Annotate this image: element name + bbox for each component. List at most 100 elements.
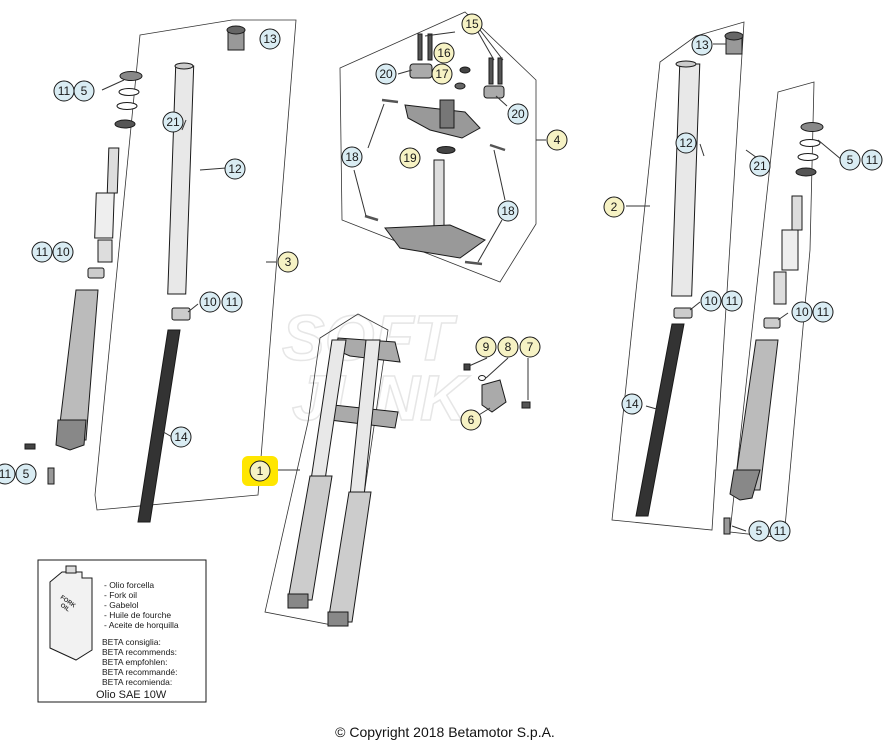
left-slider <box>287 475 333 601</box>
damper-cartridge <box>781 229 799 271</box>
callout-12: 12 <box>675 132 697 154</box>
recommend-line-5: BETA recomienda: <box>102 677 172 687</box>
copyright-text: © Copyright 2018 Betamotor S.p.A. <box>335 724 555 740</box>
outer-slider <box>733 339 779 491</box>
leader-line <box>699 143 705 157</box>
bottom-clamp <box>384 224 487 259</box>
callout-4: 4 <box>546 129 568 151</box>
callout-circle <box>0 463 16 485</box>
callout-circle <box>341 146 363 168</box>
callout-label: 18 <box>501 204 515 218</box>
callout-1: 1 <box>249 460 271 482</box>
callout-9: 9 <box>475 336 497 358</box>
callout-label: 4 <box>554 133 561 147</box>
left-fork-leg-assembly <box>24 19 297 523</box>
handlebar-riser <box>483 85 505 99</box>
complete-fork-assembly <box>264 313 401 627</box>
callout-circle <box>224 158 246 180</box>
callout-circle <box>31 241 53 263</box>
leader-line <box>477 31 495 61</box>
callout-circle <box>52 241 74 263</box>
callout-label: 20 <box>511 107 525 121</box>
callout-label: 11 <box>58 84 71 98</box>
callout-circle <box>73 80 95 102</box>
callout-circle <box>839 149 861 171</box>
outer-slider <box>57 289 99 441</box>
leader-line <box>477 219 503 263</box>
riser-bolt <box>427 33 433 61</box>
callout-label: 16 <box>437 46 451 60</box>
leader-line <box>817 139 843 161</box>
brake-hose-bracket <box>463 357 531 419</box>
seal-ring <box>800 122 824 132</box>
right-slider <box>327 491 372 623</box>
callout-13: 13 <box>259 28 281 50</box>
leader-line <box>777 312 789 321</box>
callout-circle <box>375 63 397 85</box>
hose-clamp-plate <box>481 379 507 413</box>
callout-circle <box>507 103 529 125</box>
slider-foot <box>55 419 87 451</box>
callout-label: 9 <box>483 340 490 354</box>
clamp-bolt <box>364 214 379 222</box>
callout-label: 11 <box>774 524 787 538</box>
leader-line <box>495 95 508 107</box>
callout-circle <box>475 336 497 358</box>
o-ring <box>797 153 819 161</box>
callout-circle <box>519 336 541 358</box>
nut <box>463 363 471 371</box>
callout-label: 14 <box>174 430 188 444</box>
fork-tube <box>167 65 195 295</box>
leader-line <box>424 31 456 37</box>
callout-11: 11 <box>53 80 75 102</box>
callout-2: 2 <box>603 196 625 218</box>
leader-line <box>645 405 661 411</box>
callout-label: 5 <box>81 84 88 98</box>
callout-label: 20 <box>379 67 393 81</box>
callout-10: 10 <box>791 301 813 323</box>
callout-8: 8 <box>497 336 519 358</box>
riser-bolt <box>488 57 494 85</box>
bushing <box>763 317 781 329</box>
callout-21: 21 <box>749 155 771 177</box>
callout-circle <box>162 111 184 133</box>
callout-5: 5 <box>15 463 37 485</box>
callout-circle <box>460 409 482 431</box>
callout-11: 11 <box>861 149 883 171</box>
leader-line <box>187 303 199 313</box>
callout-11: 11 <box>721 290 743 312</box>
callout-label: 21 <box>166 115 180 129</box>
bearing <box>436 146 456 154</box>
callout-label: 11 <box>726 294 739 308</box>
callout-label: 5 <box>847 153 854 167</box>
damper-rod <box>106 147 120 194</box>
group-3-frame <box>94 19 297 511</box>
callout-label: 7 <box>527 340 534 354</box>
callout-circle <box>791 301 813 323</box>
fork-cap-top <box>226 25 246 35</box>
callout-circle <box>399 147 421 169</box>
riser-bolt <box>417 33 423 61</box>
callout-circle <box>461 13 483 35</box>
o-ring <box>799 139 821 147</box>
callout-6: 6 <box>460 409 482 431</box>
callout-14: 14 <box>621 393 643 415</box>
callout-16: 16 <box>433 42 455 64</box>
callout-circle <box>861 149 883 171</box>
callout-circle <box>769 520 791 542</box>
fork-spring <box>137 329 181 523</box>
callout-circle <box>603 196 625 218</box>
callout-label: 5 <box>756 524 763 538</box>
fork-oil-info-box: FORK OIL - Olio forcella - Fork oil - Ga… <box>37 559 207 703</box>
leader-line <box>353 169 367 217</box>
right-fork-leg-assembly <box>611 21 843 539</box>
leader-line <box>397 69 413 75</box>
callout-label: 15 <box>465 17 479 31</box>
fork-spring <box>635 323 685 517</box>
clamp-bolt <box>381 98 399 104</box>
callout-label: 14 <box>625 397 639 411</box>
callout-11: 11 <box>0 463 16 485</box>
triple-clamp-assembly <box>339 11 546 283</box>
clamp-bolt <box>489 143 506 152</box>
